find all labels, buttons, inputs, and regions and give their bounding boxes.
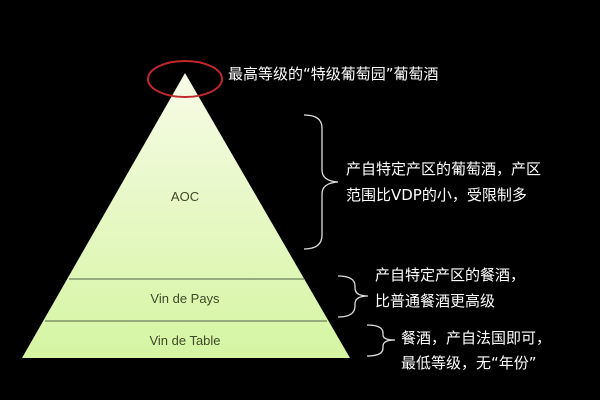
- annotation-top: 最高等级的“特级葡萄园”葡萄酒: [228, 65, 439, 83]
- brace-vdt: [366, 324, 396, 357]
- annotation-aoc-line2: 范围比VDP的小，受限制多: [346, 186, 527, 204]
- tier-label-vin-de-pays: Vin de Pays: [150, 291, 220, 306]
- annotation-vdp-line1: 产自特定产区的餐酒，: [375, 266, 526, 284]
- tier-label-vin-de-table: Vin de Table: [149, 333, 221, 348]
- highlight-ellipse: [147, 60, 223, 98]
- tier-label-aoc: AOC: [170, 189, 200, 204]
- brace-vdp: [337, 275, 369, 318]
- annotation-aoc-line1: 产自特定产区的葡萄酒，产区: [346, 160, 542, 178]
- pyramid-shape: [22, 73, 350, 358]
- brace-aoc: [303, 114, 339, 250]
- annotation-vdt-line1: 餐酒，产自法国即可，: [401, 329, 552, 347]
- annotation-vdp-line2: 比普通餐酒更高级: [375, 292, 496, 310]
- annotation-vdt-line2: 最低等级，无“年份”: [401, 354, 537, 372]
